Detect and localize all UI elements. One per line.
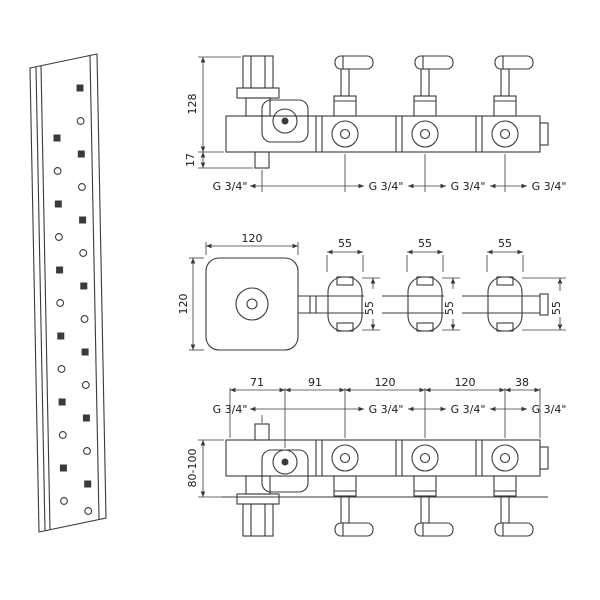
connection-label-1: G 3/4" [213,180,248,193]
front-view: 120 120 55 55 55 [177,232,566,351]
dim-label-valve-depth-1: 55 [363,301,376,315]
manifold-bar-bottom [225,423,549,477]
dimension-plate-width: 120 [205,232,299,255]
lever-handle-3-bottom [493,475,534,537]
dim-label-valve-width-1: 55 [338,237,352,250]
dim-label-valve-depth-2: 55 [443,301,456,315]
dimension-height-128: 128 [186,56,241,153]
dimension-outlet-17: 17 [184,152,253,169]
dim-label-spacing-4: 120 [455,376,476,389]
dim-label-valve-width-3: 55 [498,237,512,250]
lever-handle-1-bottom [333,475,374,537]
dim-label-plate-height: 120 [177,294,190,315]
connection-label-3: G 3/4" [451,403,486,416]
bottom-view: 71 91 120 120 38 G 3/4" G 3/4" G 3/4" G … [186,376,567,537]
dim-label-spacing-3: 120 [375,376,396,389]
side-view-connection-dims: G 3/4" G 3/4" G 3/4" G 3/4" [213,154,567,193]
valve-body-1-front [327,276,363,332]
connection-label-3: G 3/4" [451,180,486,193]
diverter-valve-side [236,55,309,143]
dim-label-outlet-depth: 17 [184,153,197,167]
bottom-view-connection-dims: G 3/4" G 3/4" G 3/4" G 3/4" [213,403,567,423]
dimension-install-depth: 80-100 [186,439,224,498]
lever-handle-2-side [413,55,454,117]
connection-label-4: G 3/4" [532,403,567,416]
side-view: 128 17 G 3/4" G 3/4" G 3/4" G 3/4" [184,55,567,193]
dim-label-spacing-2: 91 [308,376,322,389]
dimension-spacing-chain: 71 91 120 120 38 [229,376,541,448]
manifold-pipe-front [298,293,549,316]
dimension-valve-widths: 55 55 55 [326,237,524,272]
manifold-bar-side [225,115,549,169]
lever-handle-3-side [493,55,534,117]
diverter-valve-bottom [236,449,309,537]
dimension-plate-height: 120 [177,257,204,351]
rail-hole-column-right [76,84,93,515]
dim-label-spacing-1: 71 [250,376,264,389]
connection-label-2: G 3/4" [369,403,404,416]
dim-label-plate-width: 120 [242,232,263,245]
valve-body-3-front [487,276,523,332]
dim-label-height: 128 [186,94,199,115]
connection-label-2: G 3/4" [369,180,404,193]
connection-label-4: G 3/4" [532,180,567,193]
dim-label-valve-depth-3: 55 [550,301,563,315]
dim-label-spacing-5: 38 [515,376,529,389]
dim-label-install-depth: 80-100 [186,449,199,488]
lever-handle-1-side [333,55,374,117]
rail-hole-column-left [53,134,68,505]
dim-label-valve-width-2: 55 [418,237,432,250]
lever-handle-2-bottom [413,475,454,537]
valve-body-2-front [407,276,443,332]
dimension-valve-depths: 55 55 55 [362,277,566,331]
connection-label-1: G 3/4" [213,403,248,416]
mounting-rail-drawing [29,53,107,533]
diverter-plate-front [205,257,299,351]
